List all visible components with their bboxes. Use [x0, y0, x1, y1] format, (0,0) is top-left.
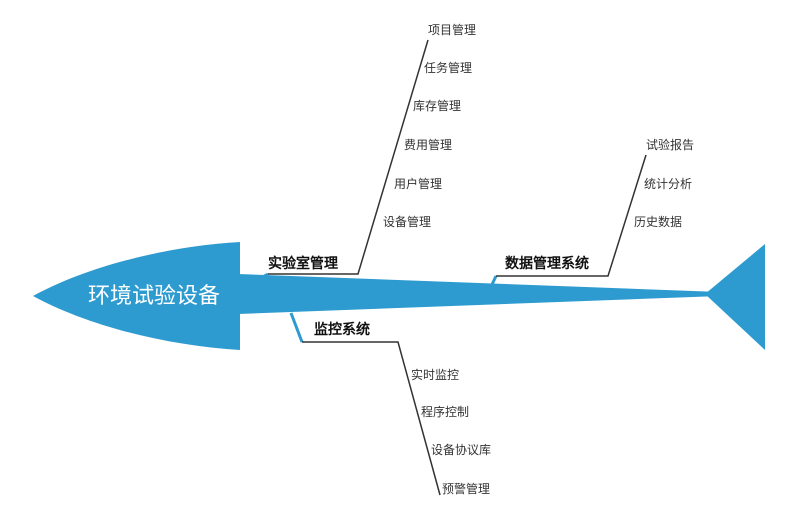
- monitor-branch-line: [302, 341, 441, 496]
- head-title: 环境试验设备: [88, 284, 221, 309]
- monitor-item: 预警管理: [442, 482, 491, 496]
- lab-bone: [249, 272, 269, 286]
- data-item: 统计分析: [644, 177, 693, 191]
- monitor-item: 设备协议库: [431, 443, 492, 457]
- monitor-item: 程序控制: [421, 405, 470, 419]
- branch-label-lab: 实验室管理: [268, 256, 338, 272]
- data-bone: [487, 275, 498, 292]
- lab-item: 费用管理: [404, 138, 453, 152]
- fish-tail: [705, 244, 765, 350]
- monitor-item: 实时监控: [411, 368, 460, 382]
- lab-branch-line: [268, 39, 429, 275]
- lab-item: 库存管理: [413, 99, 462, 113]
- lab-item: 项目管理: [428, 23, 477, 37]
- lab-item: 用户管理: [394, 177, 443, 191]
- data-item: 试验报告: [646, 138, 695, 152]
- lab-item: 任务管理: [424, 61, 473, 75]
- data-branch-line: [496, 154, 647, 277]
- monitor-bone: [289, 312, 304, 343]
- fish-head: [33, 242, 240, 350]
- branch-label-monitor: 监控系统: [314, 322, 370, 338]
- lab-item: 设备管理: [383, 215, 432, 229]
- fish-spine: [238, 274, 720, 314]
- data-item: 历史数据: [634, 215, 683, 229]
- branch-label-data: 数据管理系统: [505, 256, 589, 272]
